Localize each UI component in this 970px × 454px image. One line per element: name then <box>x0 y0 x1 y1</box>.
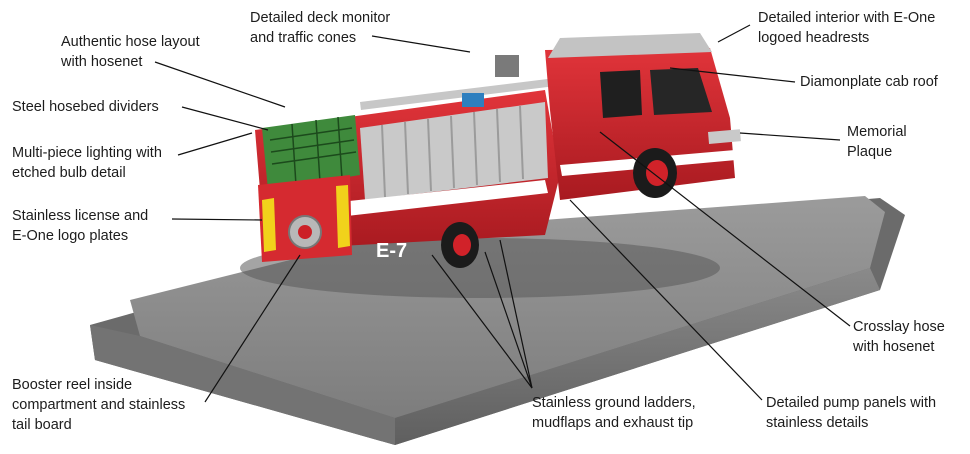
callout-crosslay: Crosslay hose with hosenet <box>853 317 945 357</box>
callout-line: Detailed interior with E-One <box>758 10 936 26</box>
callout-line: Crosslay hose <box>853 319 945 335</box>
callout-pump: Detailed pump panels with stainless deta… <box>766 393 936 433</box>
callout-license: Stainless license and E-One logo plates <box>12 206 148 246</box>
callout-line: Memorial <box>847 124 907 140</box>
callout-leader-lines <box>154 24 851 403</box>
callout-line: and traffic cones <box>250 30 357 46</box>
callout-line: Detailed pump panels with <box>766 395 937 411</box>
callout-line: logoed headrests <box>758 30 870 46</box>
callout-line: Diamonplate cab roof <box>800 74 938 90</box>
callout-line: Steel hosebed dividers <box>12 99 159 115</box>
wheels <box>441 148 677 268</box>
callout-line: tail board <box>12 417 72 433</box>
callout-memorial: Memorial Plaque <box>847 122 907 162</box>
unit-marking: E-7 <box>376 240 407 262</box>
callout-cab-roof: Diamonplate cab roof <box>800 72 938 92</box>
fire-truck: E-7 <box>240 33 741 298</box>
callout-line: etched bulb detail <box>12 165 126 181</box>
callout-line: Plaque <box>847 144 893 160</box>
callout-interior: Detailed interior with E-One logoed head… <box>758 8 935 48</box>
callout-hose-layout: Authentic hose layout with hosenet <box>61 32 200 72</box>
callout-line: with hosenet <box>61 54 143 70</box>
callout-ladders: Stainless ground ladders, mudflaps and e… <box>532 393 696 433</box>
callout-line: Stainless license and <box>12 208 149 224</box>
callout-line: mudflaps and exhaust tip <box>532 415 694 431</box>
callout-line: E-One logo plates <box>12 228 129 244</box>
callout-line: Detailed deck monitor <box>250 10 391 26</box>
callout-line: Multi-piece lighting with <box>12 145 162 161</box>
callout-deck-monitor: Detailed deck monitor and traffic cones <box>250 8 390 48</box>
callout-hosebed: Steel hosebed dividers <box>12 97 159 117</box>
callout-line: with hosenet <box>853 339 935 355</box>
callout-line: Booster reel inside <box>12 377 133 393</box>
callout-line: compartment and stainless <box>12 397 186 413</box>
callout-line: Authentic hose layout <box>61 34 200 50</box>
callout-line: stainless details <box>766 415 869 431</box>
callout-line: Stainless ground ladders, <box>532 395 696 411</box>
callout-lighting: Multi-piece lighting with etched bulb de… <box>12 143 162 183</box>
callout-booster: Booster reel inside compartment and stai… <box>12 375 185 435</box>
